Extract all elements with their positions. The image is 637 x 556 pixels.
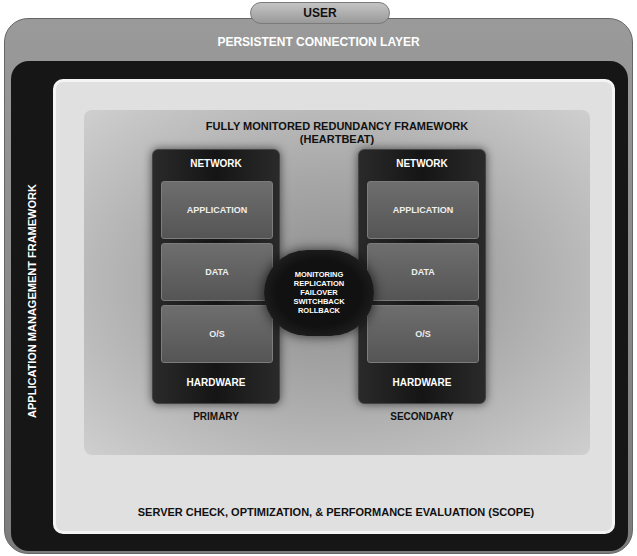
node-label: FULLY MONITORED REDUNDANCY FRAMEWORK (HE… xyxy=(177,120,497,146)
stack-layer: O/S xyxy=(161,305,273,363)
stack-layer: APPLICATION xyxy=(161,181,273,239)
node-label: USER xyxy=(253,6,387,20)
node-label: PERSISTENT CONNECTION LAYER xyxy=(7,35,630,49)
management-framework: APPLICATION MANAGEMENT FRAMEWORK SERVER C… xyxy=(11,61,628,551)
stack-layer: DATA xyxy=(161,243,273,301)
node-label: O/S xyxy=(164,329,270,340)
node-label: SERVER CHECK, OPTIMIZATION, & PERFORMANC… xyxy=(131,506,541,519)
node-label: NETWORK xyxy=(361,158,483,170)
node-label: PRIMARY xyxy=(155,411,277,423)
node-label: SECONDARY xyxy=(361,411,483,423)
server-box: NETWORKHARDWARESECONDARYAPPLICATIONDATAO… xyxy=(358,149,486,404)
node-label: DATA xyxy=(164,267,270,278)
stack-layer: APPLICATION xyxy=(367,181,479,239)
server-box: NETWORKHARDWAREPRIMARYAPPLICATIONDATAO/S xyxy=(152,149,280,404)
stack-layer: O/S xyxy=(367,305,479,363)
node-label: APPLICATION xyxy=(164,205,270,216)
node-label: HARDWARE xyxy=(361,377,483,389)
stack-layer: DATA xyxy=(367,243,479,301)
node-label: NETWORK xyxy=(155,158,277,170)
heartbeat-hub: MONITORING REPLICATION FAILOVER SWITCHBA… xyxy=(264,250,374,336)
scope-panel: SERVER CHECK, OPTIMIZATION, & PERFORMANC… xyxy=(53,79,615,534)
node-label: MONITORING REPLICATION FAILOVER SWITCHBA… xyxy=(282,270,356,315)
node-label: APPLICATION xyxy=(370,205,476,216)
heartbeat-framework: FULLY MONITORED REDUNDANCY FRAMEWORK (HE… xyxy=(84,110,590,455)
user-pill: USER xyxy=(250,2,390,24)
node-label: APPLICATION MANAGEMENT FRAMEWORK xyxy=(26,184,39,418)
node-label: HARDWARE xyxy=(155,377,277,389)
node-label: O/S xyxy=(370,329,476,340)
connection-layer: PERSISTENT CONNECTION LAYER APPLICATION M… xyxy=(4,18,633,554)
node-label: DATA xyxy=(370,267,476,278)
